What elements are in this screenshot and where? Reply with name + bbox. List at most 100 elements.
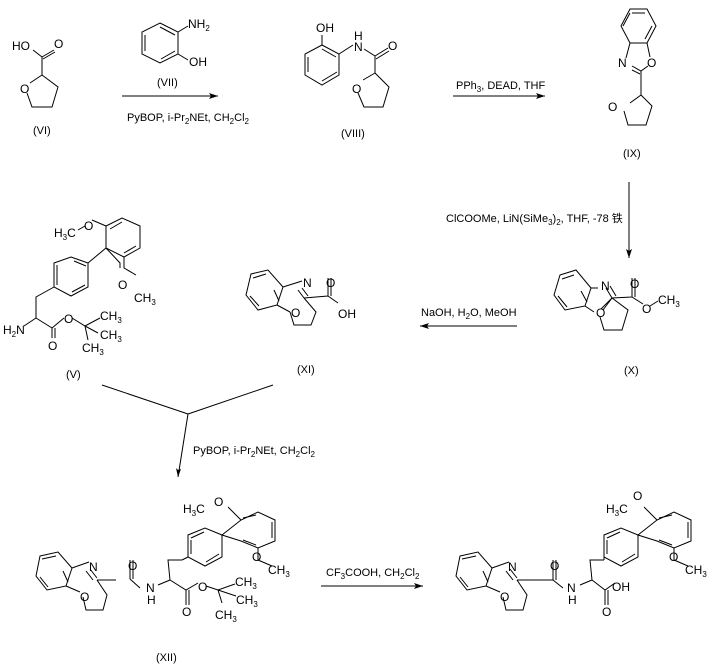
conditions-step1: PyBOP, i-Pr2NEt, CH2Cl2 (127, 112, 250, 126)
condition-text: PPh (456, 80, 477, 92)
atom-o-carbonyl: O (182, 605, 191, 619)
condition-text: Cl (234, 112, 244, 124)
atom-o2: O (669, 550, 678, 564)
conditions-step6: CF3COOH, CH2Cl2 (326, 567, 420, 581)
condition-subscript: 2 (245, 117, 250, 126)
atom-oh: OH (316, 21, 334, 35)
condition-subscript: 2 (251, 450, 256, 459)
reaction-arrow-step1: PyBOP, i-Pr2NEt, CH2Cl2 (122, 93, 250, 126)
condition-text: NEt, CH (189, 112, 229, 124)
atom-o-carbonyl: O (48, 339, 57, 353)
condition-text: ) (553, 213, 557, 225)
atom-o-oxazole: O (596, 306, 605, 320)
condition-text: NaOH, H (421, 307, 466, 319)
atom-tbu-ch3-1: CH3 (100, 309, 122, 325)
condition-text: Cl (405, 567, 415, 579)
atom-o-carbonyl: O (630, 277, 639, 291)
conditions-step3: ClCOOMe, LiN(SiMe3)2, THF, -78 铁 (446, 212, 623, 227)
atom-oh: OH (338, 307, 356, 321)
atom-ch3: CH3 (268, 563, 290, 579)
atom-nh-h: H (147, 593, 156, 607)
atom-h3c: H3C (183, 502, 205, 518)
reaction-arrow-step2: PPh3, DEAD, THF (453, 80, 546, 99)
atom-oh: OH (189, 55, 207, 69)
atom-o-carbonyl: O (388, 39, 397, 53)
atom-tbu-ch3-1: CH3 (235, 575, 257, 591)
atom-ch3: CH3 (685, 563, 707, 579)
compound-XI: N O O OH (XI) (245, 269, 356, 376)
atom-o-oxazole: O (80, 590, 89, 604)
atom-tbu-ch3-3: CH3 (82, 341, 104, 357)
atom-oh: OH (612, 580, 630, 594)
condition-subscript: 2 (466, 312, 471, 321)
conditions-step4: NaOH, H2O, MeOH (421, 307, 517, 321)
condition-text: COOH, CH (345, 567, 400, 579)
compound-X: N O O O CH3 (X) (553, 269, 680, 377)
atom-nh-n: N (567, 581, 576, 595)
atom-o-carbonyl: O (602, 605, 611, 619)
compound-label-VII: (VII) (157, 77, 178, 89)
atom-n-oxazole: N (89, 560, 98, 574)
atom-o-ring: O (20, 82, 29, 96)
condition-text: PyBOP, i-Pr (193, 445, 251, 457)
atom-nh2: NH2 (188, 17, 210, 33)
atom-h: H (354, 29, 363, 43)
conditions-step5: PyBOP, i-Pr2NEt, CH2Cl2 (193, 445, 316, 459)
compound-label-XII: (XII) (156, 652, 177, 664)
condition-subscript: 3 (341, 572, 346, 581)
atom-n: N (303, 276, 312, 290)
compound-VI: HO O O (VI) (12, 37, 63, 137)
atom-o-ring: O (352, 82, 361, 96)
condition-text: Cl (300, 445, 310, 457)
reaction-arrow-step6: CF3COOH, CH2Cl2 (321, 567, 423, 589)
atom-o-oxazole: O (647, 56, 656, 70)
condition-text: ClCOOMe, LiN(SiMe (446, 213, 548, 225)
atom-h3c: H3C (54, 226, 76, 242)
condition-subscript: 2 (230, 117, 235, 126)
atom-h3c: H3C (606, 502, 628, 518)
atom-o-ester: O (64, 312, 73, 326)
atom-o1: O (214, 495, 223, 509)
atom-o-carbonyl: O (54, 37, 63, 51)
condition-text: PyBOP, i-Pr (127, 112, 185, 124)
atom-ch3: CH3 (134, 291, 156, 307)
compound-label-XI: (XI) (297, 364, 315, 376)
atom-n-oxazole: N (508, 560, 517, 574)
atom-o-ring: O (608, 100, 617, 114)
reaction-arrow-step5: PyBOP, i-Pr2NEt, CH2Cl2 (101, 384, 316, 478)
atom-nh-h: H (568, 593, 577, 607)
compound-IX: N O O (IX) (608, 8, 657, 160)
condition-subscript: 3 (477, 85, 482, 94)
compound-label-IX: (IX) (623, 148, 641, 160)
compound-VIII: OH H N O O (VIII) (304, 21, 397, 140)
condition-subscript: 2 (400, 572, 405, 581)
atom-o-oxazole: O (291, 306, 300, 320)
atom-n: N (354, 40, 363, 54)
condition-subscript: 2 (185, 117, 190, 126)
atom-h2n: H2N (3, 323, 25, 339)
atom-o-ester: O (198, 580, 207, 594)
compound-V: H3C O O CH3 H2N O O CH3 CH3 CH3 (V) (3, 217, 156, 381)
compound-VII: NH2 OH (VII) (141, 17, 210, 89)
atom-o-amide: O (550, 559, 559, 573)
compound-label-VIII: (VIII) (341, 128, 365, 140)
condition-subscript: 3 (548, 218, 553, 227)
conditions-step2: PPh3, DEAD, THF (456, 80, 546, 94)
atom-tbu-ch3-2: CH3 (100, 328, 122, 344)
condition-text: , DEAD, THF (481, 80, 545, 92)
atom-o1: O (633, 489, 642, 503)
compound-XII: H3C O O CH3 N O O N H O O CH3 CH3 CH3 (X… (35, 495, 290, 664)
condition-text: , THF, -78 铁 (561, 212, 623, 225)
atom-tbu-ch3-3: CH3 (215, 608, 237, 624)
condition-text: O, MeOH (470, 307, 517, 319)
condition-subscript: 2 (556, 218, 561, 227)
atom-tbu-ch3-2: CH3 (236, 593, 258, 609)
atom-ch3: CH3 (658, 293, 680, 309)
compound-label-X: (X) (624, 365, 639, 377)
atom-o-oxazole: O (500, 590, 509, 604)
reaction-arrow-step3: ClCOOMe, LiN(SiMe3)2, THF, -78 铁 (446, 182, 632, 258)
atom-o2: O (252, 550, 261, 564)
atom-o-carbonyl: O (326, 276, 335, 290)
